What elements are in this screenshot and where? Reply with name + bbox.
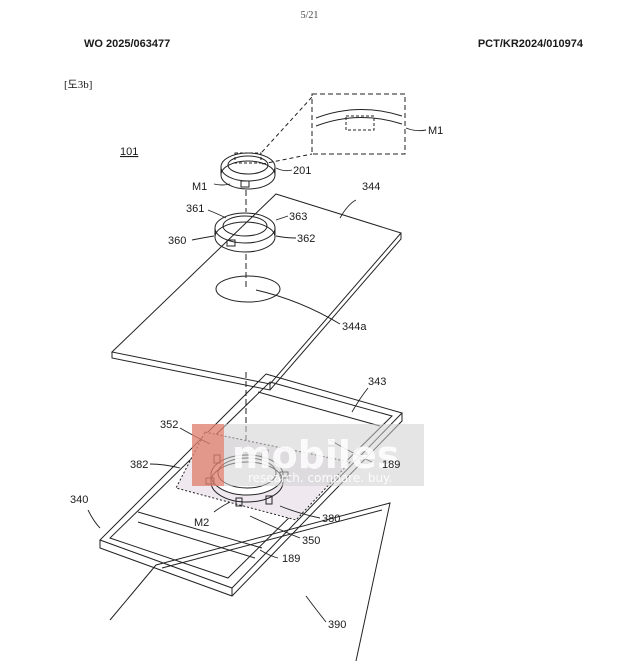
frame-343 [99,373,403,597]
watermark: mobiles research. compare. buy. [192,424,424,486]
ref-201: 201 [293,165,311,177]
ref-344a: 344a [342,321,367,333]
ring-201 [220,152,276,190]
ref-350: 350 [302,535,320,547]
figure-label: [도3b] [64,79,93,91]
ref-344: 344 [362,181,380,193]
ref-m2: M2 [194,517,209,529]
panel-390 [109,502,391,661]
ref-380: 380 [322,513,340,525]
ref-340: 340 [70,494,88,506]
ref-361: 361 [186,203,204,215]
ref-m1: M1 [192,181,207,193]
ref-363: 363 [289,211,307,223]
plate-344 [110,193,402,391]
ref-360: 360 [168,235,186,247]
reference-numerals: M1 101 201 M1 344 361 363 360 362 344a 3… [70,125,443,631]
ref-343: 343 [368,376,386,388]
ref-352: 352 [160,419,178,431]
ring-360 [214,212,276,253]
ref-390: 390 [328,619,346,631]
page-number: 5/21 [300,10,319,21]
ref-m1-detail: M1 [428,125,443,137]
ref-362: 362 [297,233,315,245]
application-number: PCT/KR2024/010974 [477,38,583,50]
publication-number: WO 2025/063477 [84,38,171,50]
ref-189-top: 189 [382,459,400,471]
ref-382: 382 [130,459,148,471]
detail-box [261,93,406,165]
ref-189-bottom: 189 [282,553,300,565]
watermark-brand: mobiles [232,433,399,477]
ref-101: 101 [120,146,138,158]
watermark-tagline: research. compare. buy. [248,471,392,485]
